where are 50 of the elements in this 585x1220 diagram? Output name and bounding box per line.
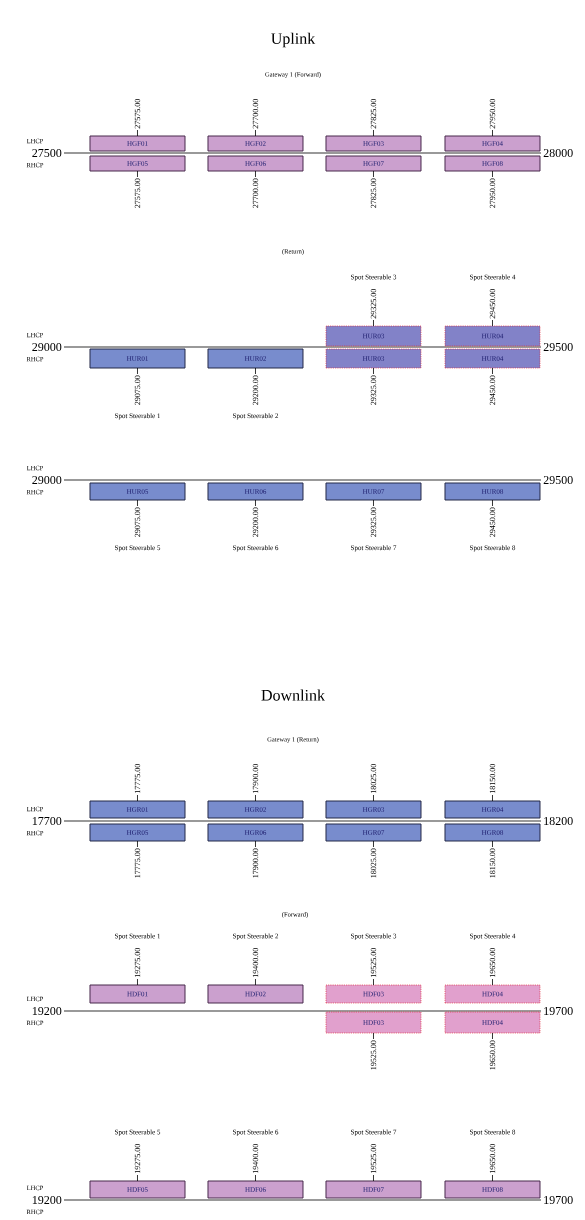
band-edge-value: 27500 [32,148,62,158]
frequency-label: 29075.00 [134,507,141,537]
section-title: Uplink [271,32,316,48]
frequency-label: 29325.00 [370,289,377,319]
frequency-label: 18150.00 [489,764,496,794]
frequency-label: 19650.00 [489,1144,496,1174]
frequency-label: 18025.00 [370,848,377,878]
frequency-label: 27700.00 [252,99,259,129]
frequency-label: 29450.00 [489,507,496,537]
frequency-label: 17775.00 [134,848,141,878]
frequency-label: 17900.00 [252,764,259,794]
frequency-label: 29325.00 [370,375,377,405]
frequency-label: 27950.00 [489,99,496,129]
frequency-label: 19525.00 [370,1040,377,1070]
band-edge-value: 17700 [32,816,62,826]
band-edge-value: 18200 [544,816,573,826]
frequency-label: 29075.00 [134,375,141,405]
band-edge-value: 29000 [32,475,62,485]
frequency-label: 19650.00 [489,1040,496,1070]
frequency-label: 17900.00 [252,848,259,878]
frequency-label: 27950.00 [489,178,496,208]
frequency-label: 18025.00 [370,764,377,794]
frequency-label: 29200.00 [252,375,259,405]
frequency-label: 29200.00 [252,507,259,537]
band-edge-value: 29500 [543,475,573,485]
frequency-label: 27575.00 [134,99,141,129]
band-edge-value: 19200 [32,1195,62,1205]
frequency-label: 27825.00 [370,178,377,208]
frequency-label: 17775.00 [134,764,141,794]
frequency-label: 19400.00 [252,1144,259,1174]
frequency-label: 18150.00 [489,848,496,878]
frequency-label: 19525.00 [370,948,377,978]
section-title: Downlink [261,689,325,701]
band-edge-value: 19200 [32,1006,62,1016]
frequency-label: 27700.00 [252,178,259,208]
frequency-label: 29450.00 [489,375,496,405]
frequency-label: 19275.00 [134,1144,141,1174]
band-edge-value: 29500 [543,342,573,352]
frequency-label: 19275.00 [134,948,141,978]
frequency-label: 19400.00 [252,948,259,978]
frequency-label: 27825.00 [370,99,377,129]
frequency-label: 27575.00 [134,178,141,208]
frequency-label: 19525.00 [370,1144,377,1174]
frequency-label: 29325.00 [370,507,377,537]
frequency-label: 29450.00 [489,289,496,319]
band-edge-value: 19700 [544,1195,573,1205]
band-edge-value: 28000 [543,148,573,158]
frequency-label: 19650.00 [489,948,496,978]
band-edge-value: 29000 [32,342,62,352]
band-edge-value: 19700 [544,1006,573,1016]
